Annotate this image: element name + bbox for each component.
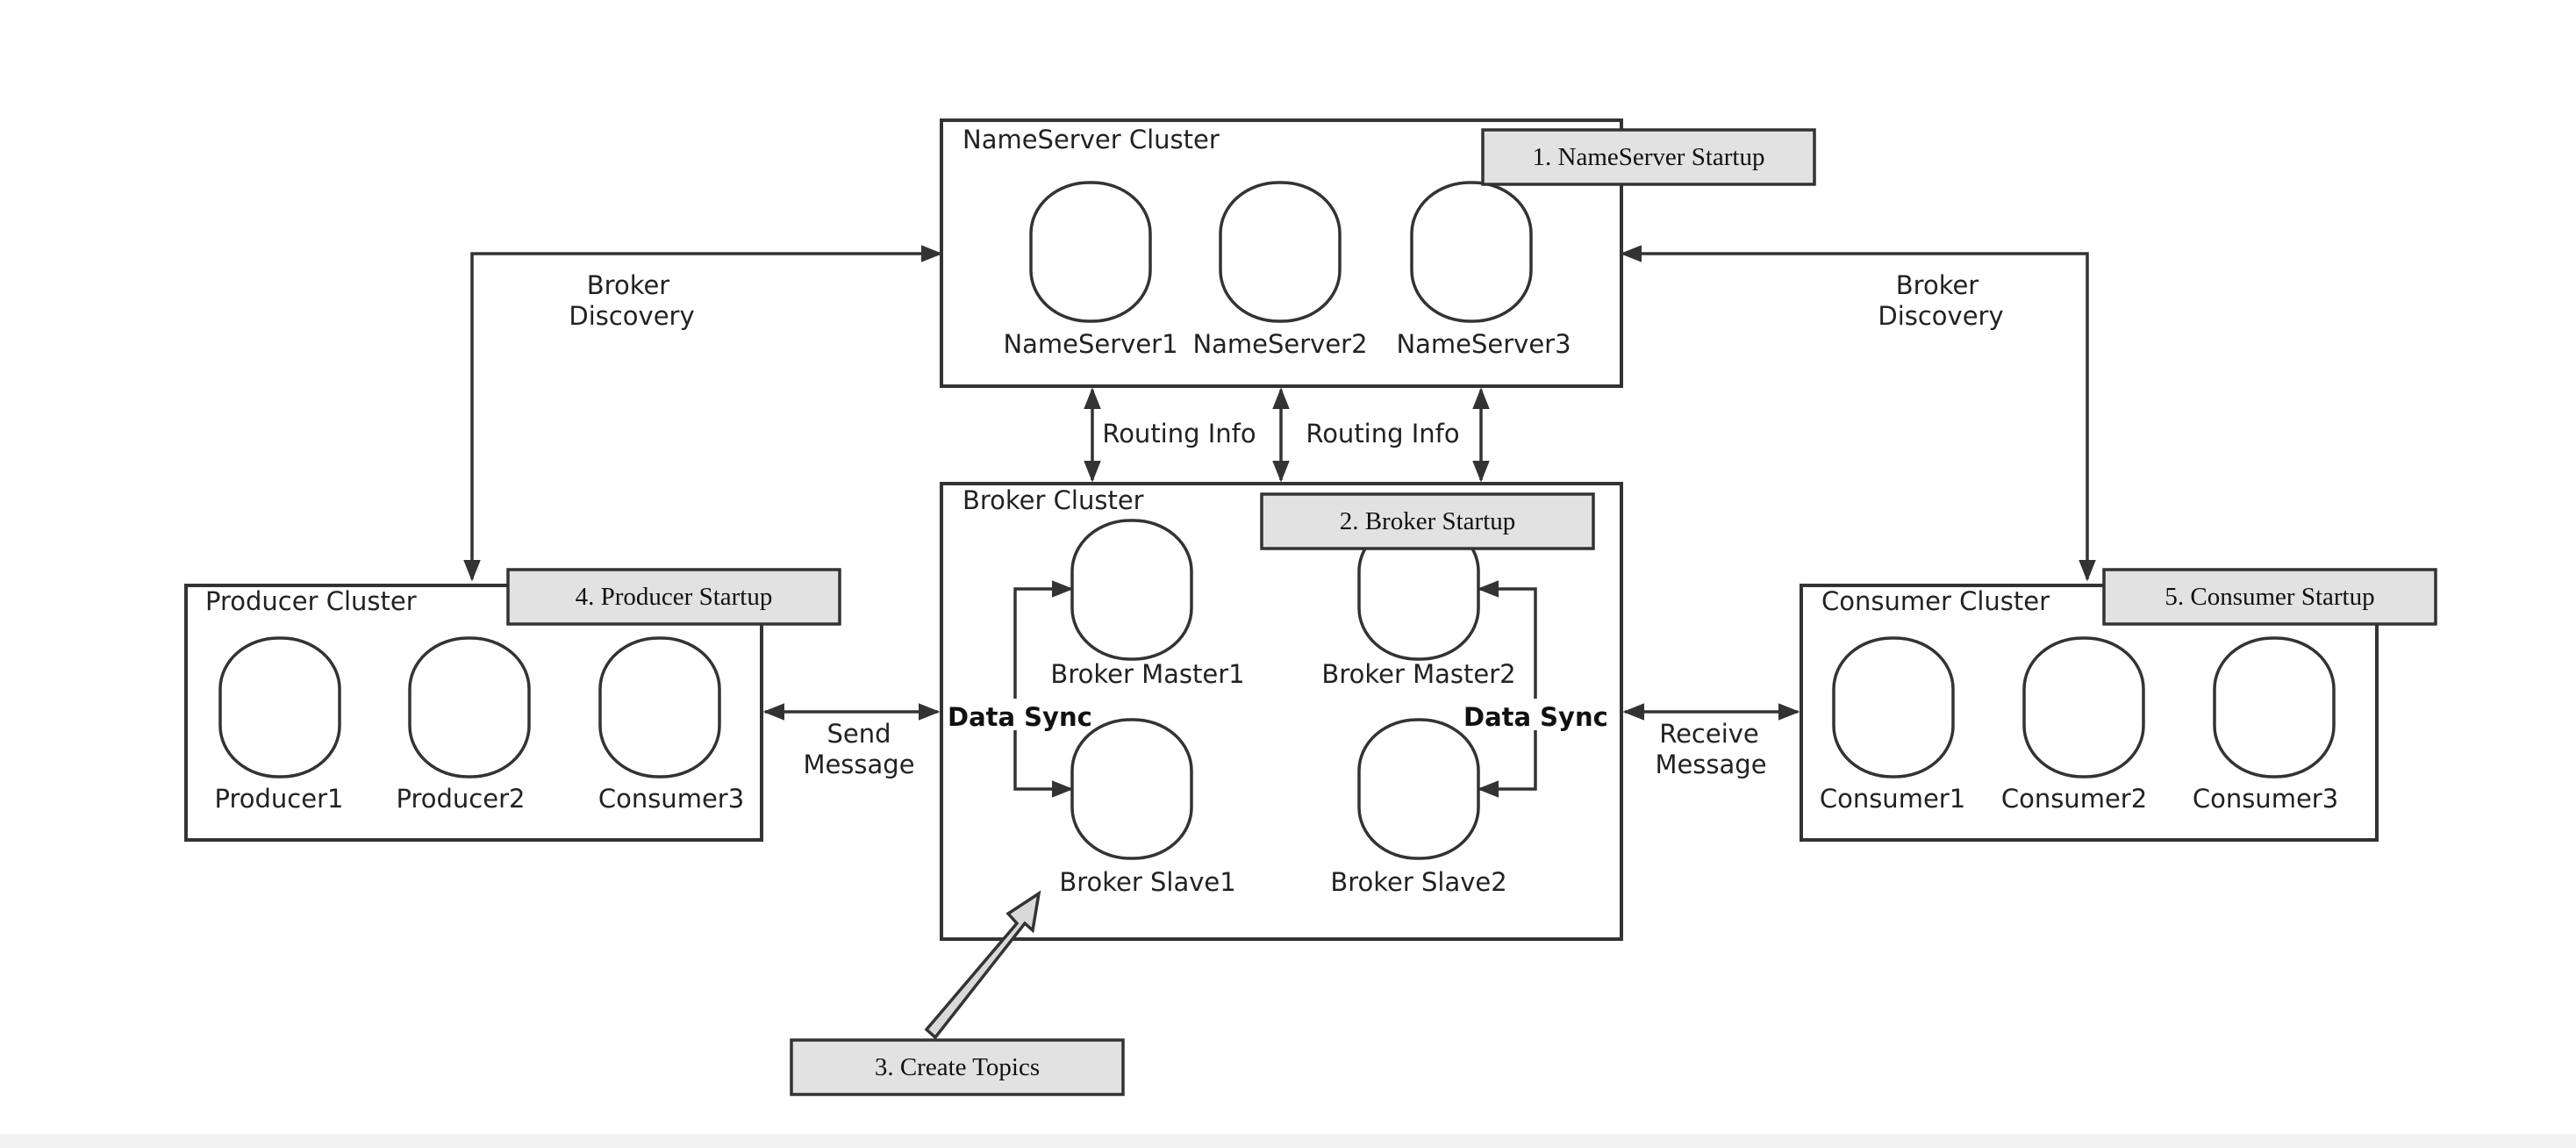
bottom-band <box>0 1134 2576 1148</box>
nameserver1-node <box>1029 181 1152 323</box>
producer-cluster-title: Producer Cluster <box>205 586 417 616</box>
consumer2-node <box>2022 636 2145 778</box>
data-sync-left-arrow <box>1013 580 1074 798</box>
nameserver3-label: NameServer3 <box>1396 329 1571 359</box>
step-nameserver-startup-box <box>1481 128 1816 186</box>
nameserver3-node <box>1410 181 1533 323</box>
broker-slave1-node <box>1070 718 1193 860</box>
broker-slave2-node <box>1357 718 1480 860</box>
broker-discovery-left-label-2: Discovery <box>569 301 694 331</box>
consumer3-label: Consumer3 <box>2193 784 2338 814</box>
data-sync-left-label: Data Sync <box>948 702 1092 732</box>
send-message-label-2: Message <box>803 750 914 779</box>
consumer-cluster-title: Consumer Cluster <box>1821 586 2050 616</box>
consumer3-node <box>2213 636 2336 778</box>
producer3-label: Consumer3 <box>598 784 744 814</box>
routing-info-label-1: Routing Info <box>1102 419 1256 448</box>
data-sync-right-arrow <box>1477 580 1537 798</box>
consumer-cluster-box <box>1800 584 2379 842</box>
broker-master1-node <box>1070 519 1193 661</box>
step-broker-startup-label: 2. Broker Startup <box>1340 507 1516 535</box>
producer-cluster-box <box>184 584 763 842</box>
data-sync-left-label-bg <box>946 699 1084 730</box>
create-topics-arrow <box>924 890 1041 1040</box>
producer1-node <box>218 636 341 778</box>
consumer1-node <box>1832 636 1955 778</box>
step-producer-startup-box <box>506 568 841 626</box>
nameserver2-label: NameServer2 <box>1192 329 1367 359</box>
broker-cluster-box <box>940 482 1623 941</box>
broker-master2-label: Broker Master2 <box>1321 659 1515 689</box>
step-create-topics-box <box>790 1038 1125 1096</box>
consumer1-label: Consumer1 <box>1820 784 1965 814</box>
producer2-label: Producer2 <box>397 784 526 814</box>
broker-cluster-title: Broker Cluster <box>962 485 1144 515</box>
nameserver1-label: NameServer1 <box>1003 329 1177 359</box>
broker-discovery-right-label-2: Discovery <box>1878 301 2003 331</box>
receive-message-label-1: Receive <box>1659 719 1759 749</box>
data-sync-right-label: Data Sync <box>1463 702 1608 732</box>
broker-master1-label: Broker Master1 <box>1050 659 1244 689</box>
step-create-topics-label: 3. Create Topics <box>875 1053 1040 1081</box>
broker-slave1-label: Broker Slave1 <box>1059 867 1235 897</box>
step-producer-startup-label: 4. Producer Startup <box>576 583 773 611</box>
producer1-label: Producer1 <box>215 784 344 814</box>
consumer2-label: Consumer2 <box>2001 784 2147 814</box>
routing-info-label-2: Routing Info <box>1306 419 1459 448</box>
producer3-node <box>598 636 721 778</box>
step-nameserver-startup-label: 1. NameServer Startup <box>1533 143 1765 171</box>
broker-discovery-right-arrow <box>1620 245 2096 582</box>
broker-discovery-left-arrow <box>463 245 943 582</box>
step-consumer-startup-box <box>2102 568 2437 626</box>
step-broker-startup-box <box>1260 492 1595 550</box>
data-sync-right-label-bg <box>1462 699 1604 730</box>
receive-message-label-2: Message <box>1655 750 1766 779</box>
broker-discovery-right-label-1: Broker <box>1896 270 1979 300</box>
broker-slave2-label: Broker Slave2 <box>1330 867 1506 897</box>
producer2-node <box>408 636 531 778</box>
step-consumer-startup-label: 5. Consumer Startup <box>2165 583 2374 611</box>
nameserver2-node <box>1219 181 1342 323</box>
send-message-label-1: Send <box>826 719 891 749</box>
broker-discovery-left-label-1: Broker <box>587 270 670 300</box>
nameserver-cluster-title: NameServer Cluster <box>962 125 1220 154</box>
